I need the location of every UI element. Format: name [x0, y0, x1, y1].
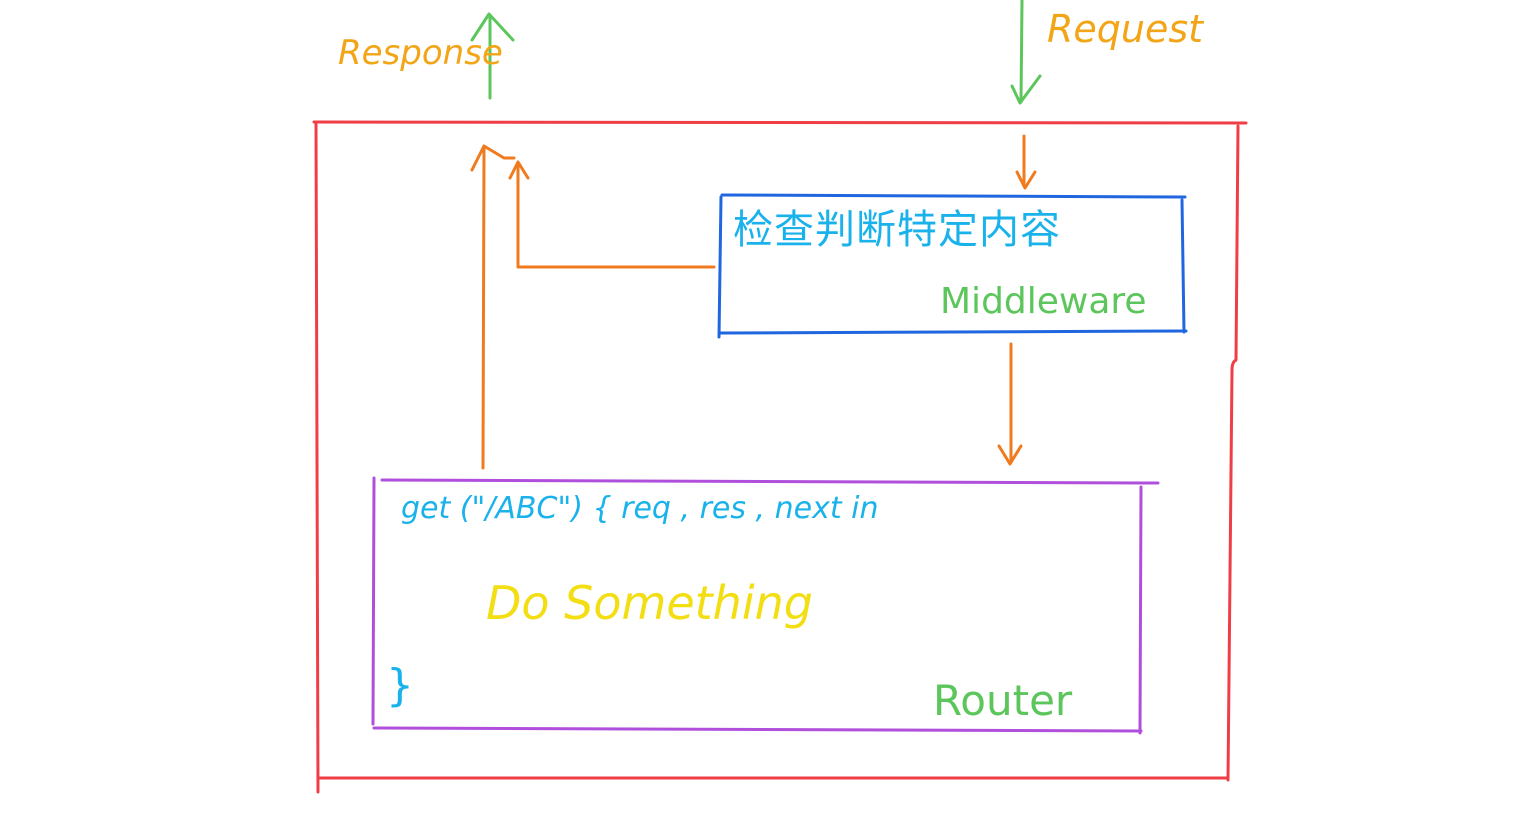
arrow-middleware-response: [508, 160, 716, 269]
request-arrow: [1010, 0, 1042, 105]
response-label: Response: [338, 33, 503, 73]
middleware-description: 检查判断特定内容: [733, 207, 1061, 253]
router-code-line: get ("/ABC") { req , res , next in: [401, 491, 879, 526]
close-brace: }: [386, 660, 414, 711]
arrow-router-response: [470, 144, 516, 470]
request-label: Request: [1047, 7, 1204, 51]
arrow-request-to-middleware: [1015, 134, 1037, 190]
response-arrow: [470, 12, 515, 100]
arrow-middleware-to-router: [997, 342, 1023, 466]
do-something-label: Do Something: [486, 576, 813, 630]
router-label: Router: [933, 676, 1073, 725]
middleware-box: [717, 193, 1188, 339]
router-box: [371, 476, 1160, 735]
server-box: [312, 120, 1248, 794]
middleware-label: Middleware: [940, 281, 1147, 322]
